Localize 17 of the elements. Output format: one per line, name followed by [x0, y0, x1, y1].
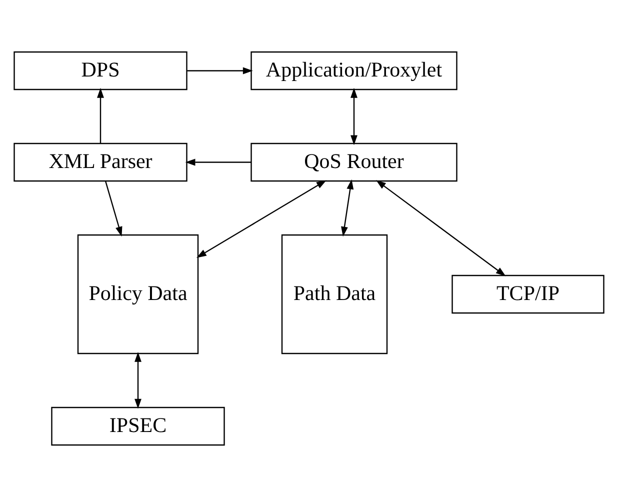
arrow	[376, 180, 506, 276]
node-box: QoS Router	[250, 142, 458, 182]
arrow	[97, 88, 104, 144]
arrow	[196, 180, 326, 258]
node-box: Path Data	[281, 234, 388, 354]
node-box: DPS	[14, 51, 188, 90]
arrow	[134, 352, 142, 409]
node-box: Application/Proxylet	[250, 51, 458, 90]
node-box: IPSEC	[51, 406, 225, 446]
arrow	[185, 158, 252, 166]
node-box: XML Parser	[14, 142, 188, 182]
arrow	[350, 88, 358, 146]
arrow	[104, 180, 122, 237]
node-box: TCP/IP	[452, 274, 604, 314]
arrow	[187, 67, 253, 74]
arrow	[341, 179, 354, 237]
node-box: Policy Data	[77, 234, 199, 354]
